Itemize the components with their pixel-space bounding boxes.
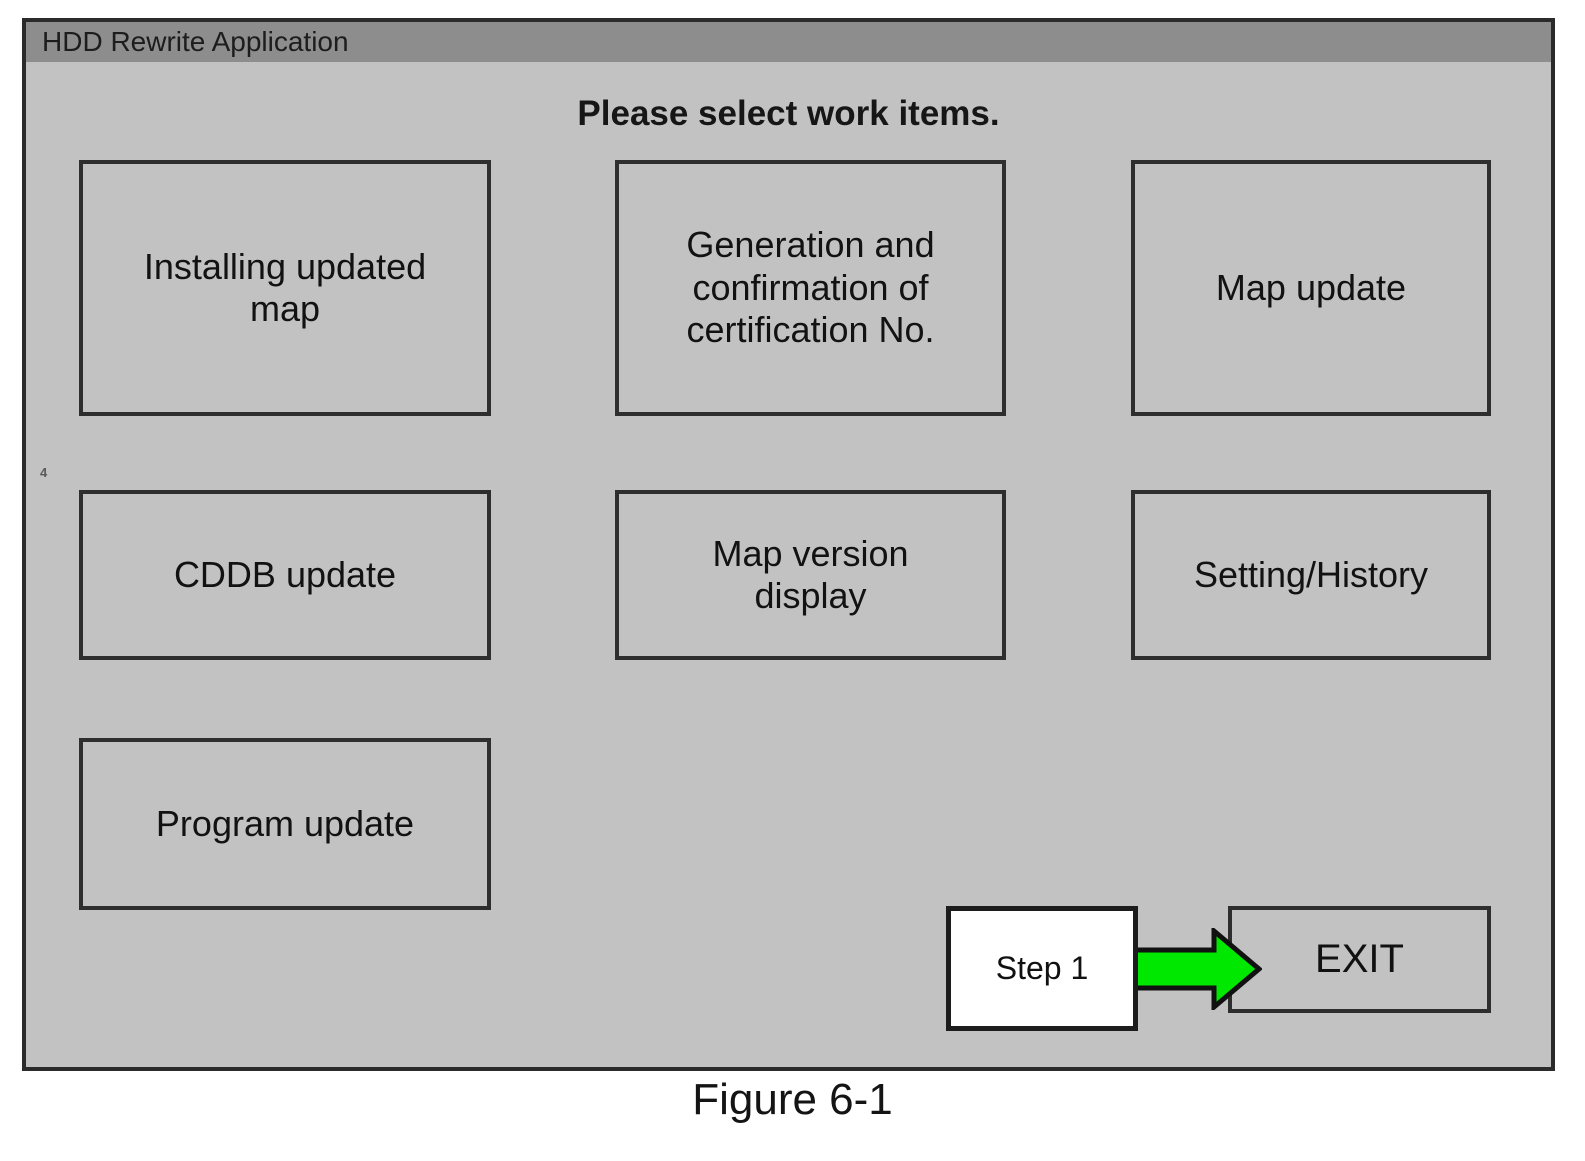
hdd-rewrite-application-window: HDD Rewrite Application Please select wo… — [22, 18, 1555, 1071]
work-item-button-setting-history[interactable]: Setting/History — [1131, 490, 1491, 660]
window-title: HDD Rewrite Application — [42, 26, 349, 57]
right-arrow-icon — [1132, 928, 1262, 1010]
page-side-mark: 4 — [40, 465, 48, 480]
title-bar: HDD Rewrite Application — [26, 22, 1551, 62]
work-item-button-program-update[interactable]: Program update — [79, 738, 491, 910]
page-heading: Please select work items. — [577, 94, 1000, 133]
work-item-button-cddb-update[interactable]: CDDB update — [79, 490, 491, 660]
work-item-button-map-update[interactable]: Map update — [1131, 160, 1491, 416]
exit-button[interactable]: EXIT — [1228, 906, 1491, 1013]
work-item-button-map-version-display[interactable]: Map version display — [615, 490, 1006, 660]
figure-caption: Figure 6-1 — [692, 1075, 893, 1124]
work-item-button-generation-certification[interactable]: Generation and confirmation of certifica… — [615, 160, 1006, 416]
step-1-callout: Step 1 — [946, 906, 1138, 1031]
work-item-button-installing-updated-map[interactable]: Installing updated map — [79, 160, 491, 416]
